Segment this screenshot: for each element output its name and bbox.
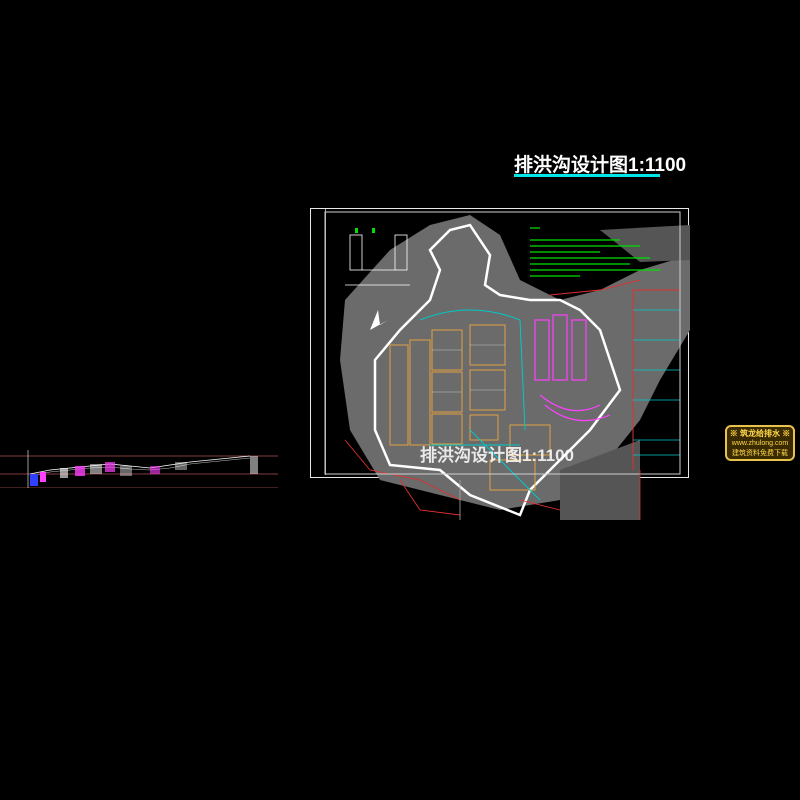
watermark-line-2: www.zhulong.com [731, 440, 789, 447]
watermark-line-3: 建筑资料免费下载 [732, 450, 788, 457]
drain-profile-drawing [0, 450, 278, 488]
drawing-title: 排洪沟设计图1:1100 [514, 155, 687, 176]
terrain-area [340, 215, 690, 510]
watermark-stamp: ※ 筑龙给排水 ※ www.zhulong.com 建筑资料免费下载 [725, 425, 795, 461]
overlay-drawing-title: 排洪沟设计图1:1100 [420, 446, 574, 465]
site-outline [373, 223, 622, 517]
north-arrow [370, 310, 388, 330]
title-underline [514, 174, 660, 177]
watermark-line-1: ※ 筑龙给排水 ※ [729, 429, 791, 438]
